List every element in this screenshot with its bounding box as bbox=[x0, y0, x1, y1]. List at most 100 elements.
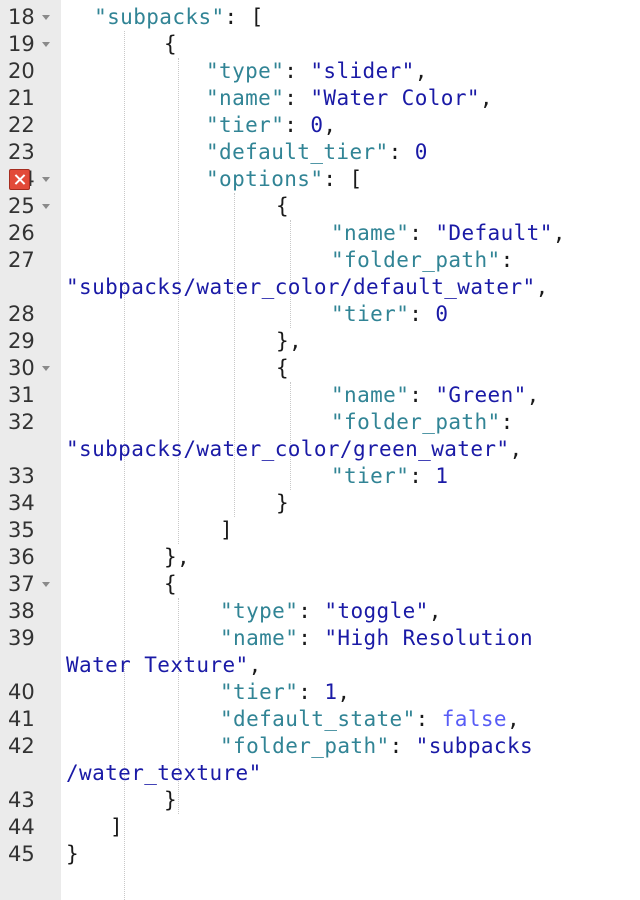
json-key: "default_state" bbox=[220, 707, 416, 731]
json-punctuation: , bbox=[323, 113, 337, 137]
code-line[interactable]: "default_state": false, bbox=[220, 706, 520, 733]
json-string: "Water Color" bbox=[310, 86, 480, 110]
code-line[interactable]: } bbox=[276, 490, 289, 517]
code-line[interactable]: "tier": 0, bbox=[206, 112, 336, 139]
line-number: 41 bbox=[8, 707, 35, 731]
fold-chevron-down-icon[interactable] bbox=[42, 366, 50, 371]
fold-chevron-down-icon[interactable] bbox=[42, 204, 50, 209]
json-punctuation: } bbox=[276, 491, 290, 515]
line-number: 22 bbox=[8, 113, 35, 137]
code-line[interactable]: { bbox=[164, 571, 177, 598]
json-punctuation: { bbox=[164, 572, 178, 596]
fold-chevron-down-icon[interactable] bbox=[42, 177, 50, 182]
error-marker-icon[interactable] bbox=[9, 169, 30, 190]
code-line[interactable]: /water_texture" bbox=[66, 760, 262, 787]
json-punctuation: : bbox=[298, 626, 325, 650]
line-number: 19 bbox=[8, 32, 35, 56]
json-key: "name" bbox=[220, 626, 299, 650]
json-punctuation: : [ bbox=[323, 167, 363, 191]
line-number: 25 bbox=[8, 194, 35, 218]
code-line[interactable]: } bbox=[164, 787, 177, 814]
json-punctuation bbox=[68, 5, 94, 29]
line-number: 39 bbox=[8, 626, 35, 650]
json-key: "tier" bbox=[331, 302, 410, 326]
code-line[interactable]: "type": "slider", bbox=[206, 58, 428, 85]
code-line[interactable]: "options": [ bbox=[206, 166, 363, 193]
json-key: "name" bbox=[331, 221, 410, 245]
line-number: 36 bbox=[8, 545, 35, 569]
code-line[interactable]: } bbox=[66, 841, 79, 868]
line-number: 45 bbox=[8, 842, 35, 866]
code-line[interactable]: "folder_path": bbox=[331, 247, 514, 274]
json-number: 1 bbox=[435, 464, 449, 488]
json-key: "folder_path" bbox=[220, 734, 390, 758]
code-line[interactable]: "default_tier": 0 bbox=[206, 139, 428, 166]
json-punctuation: : bbox=[500, 410, 514, 434]
fold-chevron-down-icon[interactable] bbox=[42, 15, 50, 20]
line-number: 42 bbox=[8, 734, 35, 758]
line-number: 23 bbox=[8, 140, 35, 164]
json-punctuation: { bbox=[276, 194, 290, 218]
line-number: 38 bbox=[8, 599, 35, 623]
code-line[interactable]: "subpacks/water_color/green_water", bbox=[66, 436, 523, 463]
json-punctuation: , bbox=[414, 59, 428, 83]
line-number: 21 bbox=[8, 86, 35, 110]
json-number: 0 bbox=[435, 302, 449, 326]
json-punctuation: { bbox=[164, 32, 178, 56]
code-line[interactable]: "folder_path": "subpacks bbox=[220, 733, 533, 760]
code-line[interactable]: "type": "toggle", bbox=[220, 598, 442, 625]
json-string: "toggle" bbox=[324, 599, 429, 623]
code-line[interactable]: ] bbox=[110, 814, 123, 841]
code-line[interactable]: "subpacks": [ bbox=[68, 4, 264, 31]
fold-chevron-down-icon[interactable] bbox=[42, 42, 50, 47]
json-punctuation: ] bbox=[110, 815, 124, 839]
code-line[interactable]: { bbox=[276, 355, 289, 382]
line-number: 32 bbox=[8, 410, 35, 434]
json-key: "default_tier" bbox=[206, 140, 389, 164]
json-key: "tier" bbox=[331, 464, 410, 488]
json-key: "options" bbox=[206, 167, 324, 191]
code-line[interactable]: "folder_path": bbox=[331, 409, 514, 436]
json-punctuation: , bbox=[248, 653, 262, 677]
line-number: 20 bbox=[8, 59, 35, 83]
line-number: 30 bbox=[8, 356, 35, 380]
code-line[interactable]: ] bbox=[220, 517, 233, 544]
indent-guide bbox=[234, 193, 235, 517]
line-number: 18 bbox=[8, 5, 35, 29]
code-line[interactable]: Water Texture", bbox=[66, 652, 262, 679]
json-string: "slider" bbox=[310, 59, 415, 83]
json-key: "tier" bbox=[220, 680, 299, 704]
code-line[interactable]: "name": "Default", bbox=[331, 220, 566, 247]
indent-guide bbox=[124, 31, 125, 900]
json-number: 0 bbox=[414, 140, 428, 164]
code-line[interactable]: "name": "Green", bbox=[331, 382, 540, 409]
json-punctuation: : bbox=[409, 464, 436, 488]
line-number: 44 bbox=[8, 815, 35, 839]
json-punctuation: }, bbox=[164, 545, 191, 569]
code-line[interactable]: "name": "High Resolution bbox=[220, 625, 533, 652]
fold-chevron-down-icon[interactable] bbox=[42, 582, 50, 587]
code-line[interactable]: "subpacks/water_color/default_water", bbox=[66, 274, 549, 301]
code-line[interactable]: }, bbox=[164, 544, 190, 571]
code-line[interactable]: { bbox=[276, 193, 289, 220]
code-line[interactable]: }, bbox=[276, 328, 302, 355]
json-key: "type" bbox=[220, 599, 299, 623]
code-line[interactable]: "tier": 1, bbox=[220, 679, 350, 706]
json-punctuation: , bbox=[428, 599, 442, 623]
json-punctuation: : bbox=[409, 383, 436, 407]
code-line[interactable]: "tier": 0 bbox=[331, 301, 448, 328]
code-line[interactable]: { bbox=[164, 31, 177, 58]
json-punctuation: }, bbox=[276, 329, 303, 353]
json-punctuation: : [ bbox=[224, 5, 264, 29]
line-number: 37 bbox=[8, 572, 35, 596]
json-number: 1 bbox=[324, 680, 338, 704]
json-string: "subpacks bbox=[415, 734, 534, 758]
json-punctuation: : bbox=[415, 707, 442, 731]
json-key: "name" bbox=[331, 383, 410, 407]
json-punctuation: , bbox=[509, 437, 523, 461]
code-line[interactable]: "tier": 1 bbox=[331, 463, 448, 490]
json-string: "subpacks/water_color/default_water" bbox=[66, 275, 536, 299]
line-number: 34 bbox=[8, 491, 35, 515]
code-line[interactable]: "name": "Water Color", bbox=[206, 85, 493, 112]
